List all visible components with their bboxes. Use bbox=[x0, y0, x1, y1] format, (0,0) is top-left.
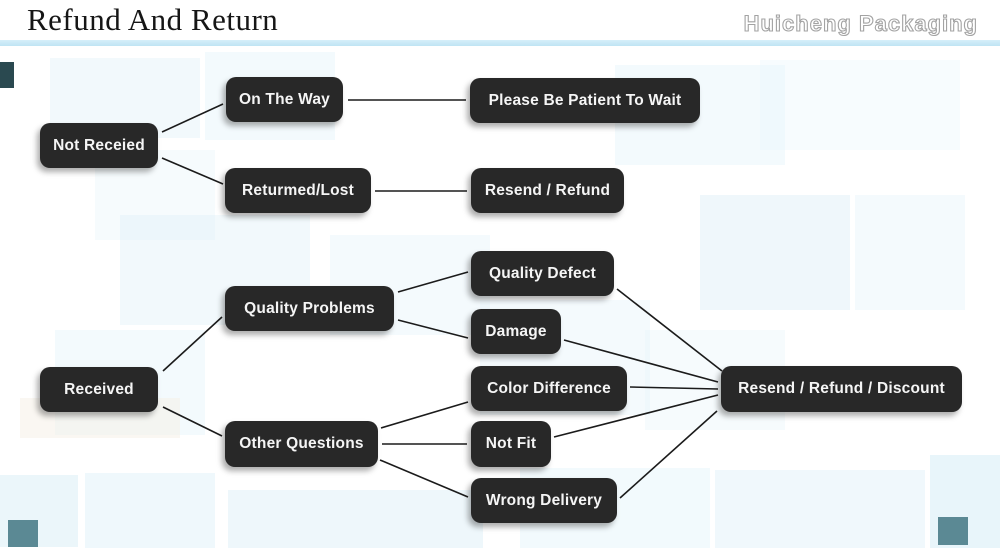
header-underline bbox=[0, 40, 1000, 46]
connector-line bbox=[162, 316, 223, 372]
node-other-questions: Other Questions bbox=[225, 421, 378, 467]
connector-line bbox=[616, 288, 723, 372]
node-please-be-patient: Please Be Patient To Wait bbox=[470, 78, 700, 123]
teal-accent-square bbox=[8, 520, 38, 547]
brand-watermark: Huicheng Packaging bbox=[743, 10, 978, 36]
page-title: Refund And Return bbox=[27, 2, 279, 37]
node-resend-refund-discount: Resend / Refund / Discount bbox=[721, 366, 962, 412]
node-wrong-delivery: Wrong Delivery bbox=[471, 478, 617, 523]
node-not-fit: Not Fit bbox=[471, 421, 551, 467]
node-quality-problems: Quality Problems bbox=[225, 286, 394, 331]
teal-accent-square bbox=[0, 62, 14, 88]
connector-line bbox=[161, 103, 224, 133]
connector-line bbox=[379, 459, 469, 498]
node-not-received: Not Receied bbox=[40, 123, 158, 168]
teal-accent-square bbox=[938, 517, 968, 545]
connector-line bbox=[397, 271, 469, 293]
node-quality-defect: Quality Defect bbox=[471, 251, 614, 296]
node-received: Received bbox=[40, 367, 158, 412]
connector-line bbox=[161, 157, 224, 185]
connector-line bbox=[563, 339, 719, 383]
connector-line bbox=[629, 386, 719, 390]
connector-line bbox=[162, 406, 223, 437]
node-color-difference: Color Difference bbox=[471, 366, 627, 411]
connector-line bbox=[397, 319, 469, 339]
node-returned-lost: Returmed/Lost bbox=[225, 168, 371, 213]
node-resend-refund: Resend / Refund bbox=[471, 168, 624, 213]
node-damage: Damage bbox=[471, 309, 561, 354]
node-on-the-way: On The Way bbox=[226, 77, 343, 122]
connector-line bbox=[553, 394, 719, 438]
connector-line bbox=[619, 410, 718, 499]
connector-line bbox=[380, 401, 469, 429]
